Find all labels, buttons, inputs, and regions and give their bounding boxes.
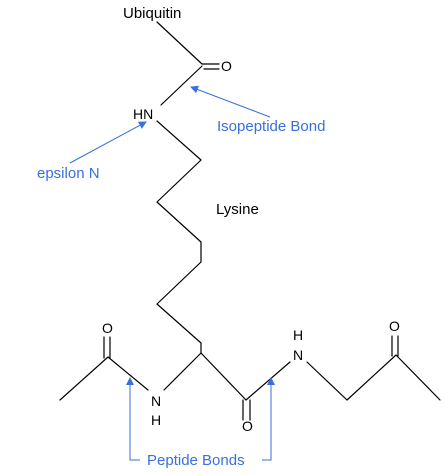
oxygen-left-atom: O	[102, 320, 113, 336]
ubiquitin-chain-bond	[156, 21, 203, 65]
n-to-alpha-carbon-bond	[163, 352, 202, 391]
epsilon-n-pointer	[69, 121, 147, 164]
h-right-atom: H	[293, 327, 303, 343]
glycine-carbon-to-carbonyl-bond	[346, 354, 397, 401]
backbone-methyl-bond	[59, 356, 109, 401]
peptide-bonds-bracket-right	[262, 378, 272, 461]
n-right-atom: N	[293, 347, 303, 363]
carbonyl-to-terminal-bond	[395, 354, 441, 401]
ubiquitin-carbonyl-bonds	[156, 21, 220, 106]
isopeptide-bond-label: Isopeptide Bond	[217, 118, 325, 135]
peptide-backbone-bonds	[59, 335, 441, 421]
isopeptide-bond-pointer	[190, 85, 271, 118]
nh-epsilon-atom: HN	[133, 106, 153, 122]
lysine-side-chain	[156, 120, 202, 354]
oxygen-right-atom: O	[389, 318, 400, 334]
n-left-atom: N	[151, 393, 161, 409]
oxygen-top-atom: O	[221, 58, 232, 74]
peptide-bonds-bracket	[129, 378, 140, 461]
oxygen-bottom-atom: O	[242, 418, 253, 434]
left-peptide-bond-line	[107, 356, 149, 391]
n-to-glycine-carbon-bond	[306, 361, 348, 401]
right-peptide-bond-line	[245, 361, 291, 401]
peptide-bonds-label: Peptide Bonds	[147, 452, 245, 469]
isopeptide-bond-line	[160, 65, 203, 106]
lysine-label: Lysine	[216, 201, 259, 218]
alpha-carbon-to-carbonyl-bond	[200, 352, 247, 401]
ubiquitin-label: Ubiquitin	[123, 5, 181, 22]
h-left-atom: H	[151, 412, 161, 428]
epsilon-n-label: epsilon N	[37, 165, 100, 182]
